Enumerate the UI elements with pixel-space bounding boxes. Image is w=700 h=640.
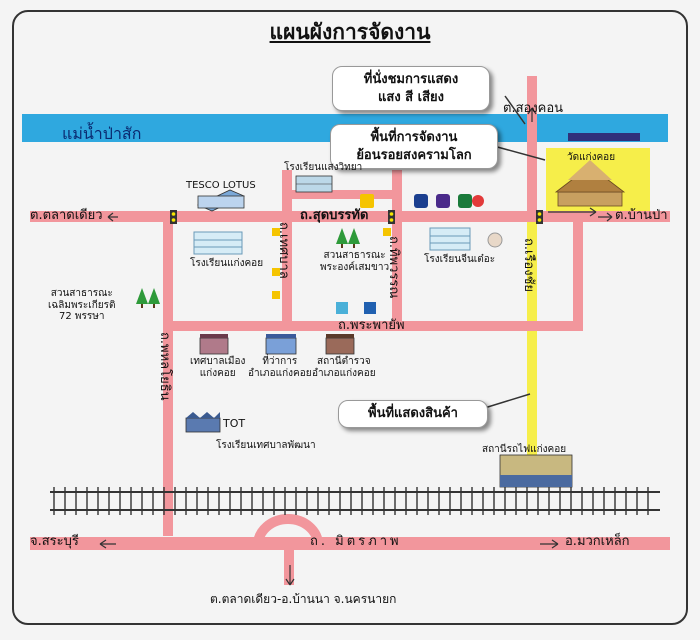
road-phaholyothin — [163, 216, 173, 536]
road-label-phraphai: ถ.พระพายัพ — [338, 318, 405, 333]
callout-event-area: พื้นที่การจัดงาน ย้อนรอยสงครามโลก — [330, 124, 498, 170]
overpass — [253, 514, 323, 546]
tree-icon — [336, 228, 360, 248]
place-label-tesco: TESCO LOTUS — [186, 180, 256, 191]
road-label-rueang-chai: ถ.เรืองชัย — [521, 238, 536, 293]
road-south — [284, 545, 294, 585]
road-label-song-khon: ต.สองคอน — [503, 101, 564, 116]
tree-icon — [136, 288, 160, 308]
place-label-phatthana-school: โรงเรียนเทศบาลพัฒนา — [216, 440, 316, 451]
road-label-muak-lek: อ.มวกเหล็ก — [565, 534, 630, 549]
map-title: แผนผังการจัดงาน — [269, 20, 431, 44]
school-building-icon — [193, 231, 243, 255]
road-talat-diao — [30, 211, 670, 222]
direction-arrows — [99, 95, 613, 586]
place-label-tot: TOT — [223, 417, 246, 430]
arrow-down-icon — [285, 565, 295, 586]
place-label-thetsaban-muang: เทศบาลเมือง แก่งคอย — [190, 356, 246, 379]
callout-show-area: ที่นั่งชมการแสดง แสง สี เสียง — [332, 66, 490, 112]
road-label-ban-pa: ต.บ้านป่า — [615, 208, 668, 223]
buildings — [136, 160, 626, 488]
tesco-building-icon — [197, 189, 245, 212]
callout-sales-area: พื้นที่แสดงสินค้า — [338, 400, 488, 428]
place-label-suan-chaloem: สวนสาธารณะ เฉลิมพระเกียรติ 72 พรรษา — [48, 288, 116, 322]
road-label-thetsaban: ถ.เทศบาล — [276, 222, 291, 279]
place-label-amphoe: ที่ว่าการ อำเภอแก่งคอย — [248, 356, 312, 379]
railway — [50, 491, 660, 511]
road-label-south-dest: ต.ตลาดเดียว-อ.บ้านนา จ.นครนายก — [210, 592, 397, 606]
arrow-up-icon — [527, 107, 537, 122]
arrow-left-icon — [107, 212, 118, 222]
school-building-icon — [429, 227, 471, 251]
road-phraphai — [163, 321, 583, 331]
road-label-talat-diao: ต.ตลาดเดียว — [30, 208, 103, 223]
police-building-icon — [325, 334, 355, 355]
road-thetsaban — [282, 170, 292, 330]
bank-logo-icon — [272, 194, 503, 314]
river-label: แม่น้ำป่าสัก — [62, 124, 142, 143]
road-sutbanthat — [282, 190, 402, 199]
road-network — [30, 76, 670, 585]
place-label-station: สถานีรถไฟแก่งคอย — [482, 444, 567, 455]
traffic-lights — [170, 210, 543, 224]
road-label-saraburi: จ.สระบุรี — [30, 534, 79, 549]
place-label-jin-school: โรงเรียนจีนเต๋อะ — [424, 254, 496, 265]
road-mittraphap — [30, 537, 670, 550]
road-label-sutbanthat: ถ.สุดบรรทัด — [300, 208, 369, 223]
government-building-icon — [265, 334, 297, 355]
temple-icon — [554, 160, 626, 207]
government-building-icon — [199, 334, 229, 355]
map-frame — [12, 10, 688, 625]
callout-pointer — [489, 144, 546, 161]
arrow-right-icon — [540, 539, 559, 549]
sales-area-strip — [527, 214, 537, 479]
arrow-right-icon — [598, 212, 613, 222]
road-label-mittraphap: ถ. มิตรภาพ — [310, 534, 402, 549]
school-building-icon — [295, 175, 333, 193]
place-label-wat: วัดแก่งคอย — [567, 152, 616, 163]
road-tipawan — [392, 170, 402, 330]
arrow-right-icon — [548, 207, 597, 217]
train-station-icon — [499, 454, 573, 488]
road-rueang-chai-north — [527, 76, 537, 216]
road-label-phaholyothin: ถ.พหลโยธิน — [157, 332, 172, 401]
road-east-connector — [573, 216, 583, 331]
callout-pointer — [504, 95, 526, 125]
traffic-light-icon — [536, 210, 543, 224]
traffic-light-icon — [170, 210, 177, 224]
place-label-police: สถานีตำรวจ อำเภอแก่งคอย — [312, 356, 376, 379]
arrow-left-icon — [99, 539, 116, 549]
railway-ties — [53, 487, 649, 515]
bridge — [568, 133, 640, 141]
place-label-kaeng-school: โรงเรียนแก่งคอย — [190, 258, 264, 269]
traffic-light-icon — [388, 210, 395, 224]
place-label-suan-phra: สวนสาธารณะ พระองค์เสมขาว — [320, 250, 390, 273]
office-building-icon — [185, 412, 221, 433]
place-label-saeng-school: โรงเรียนแสงวิทยา — [284, 162, 363, 173]
